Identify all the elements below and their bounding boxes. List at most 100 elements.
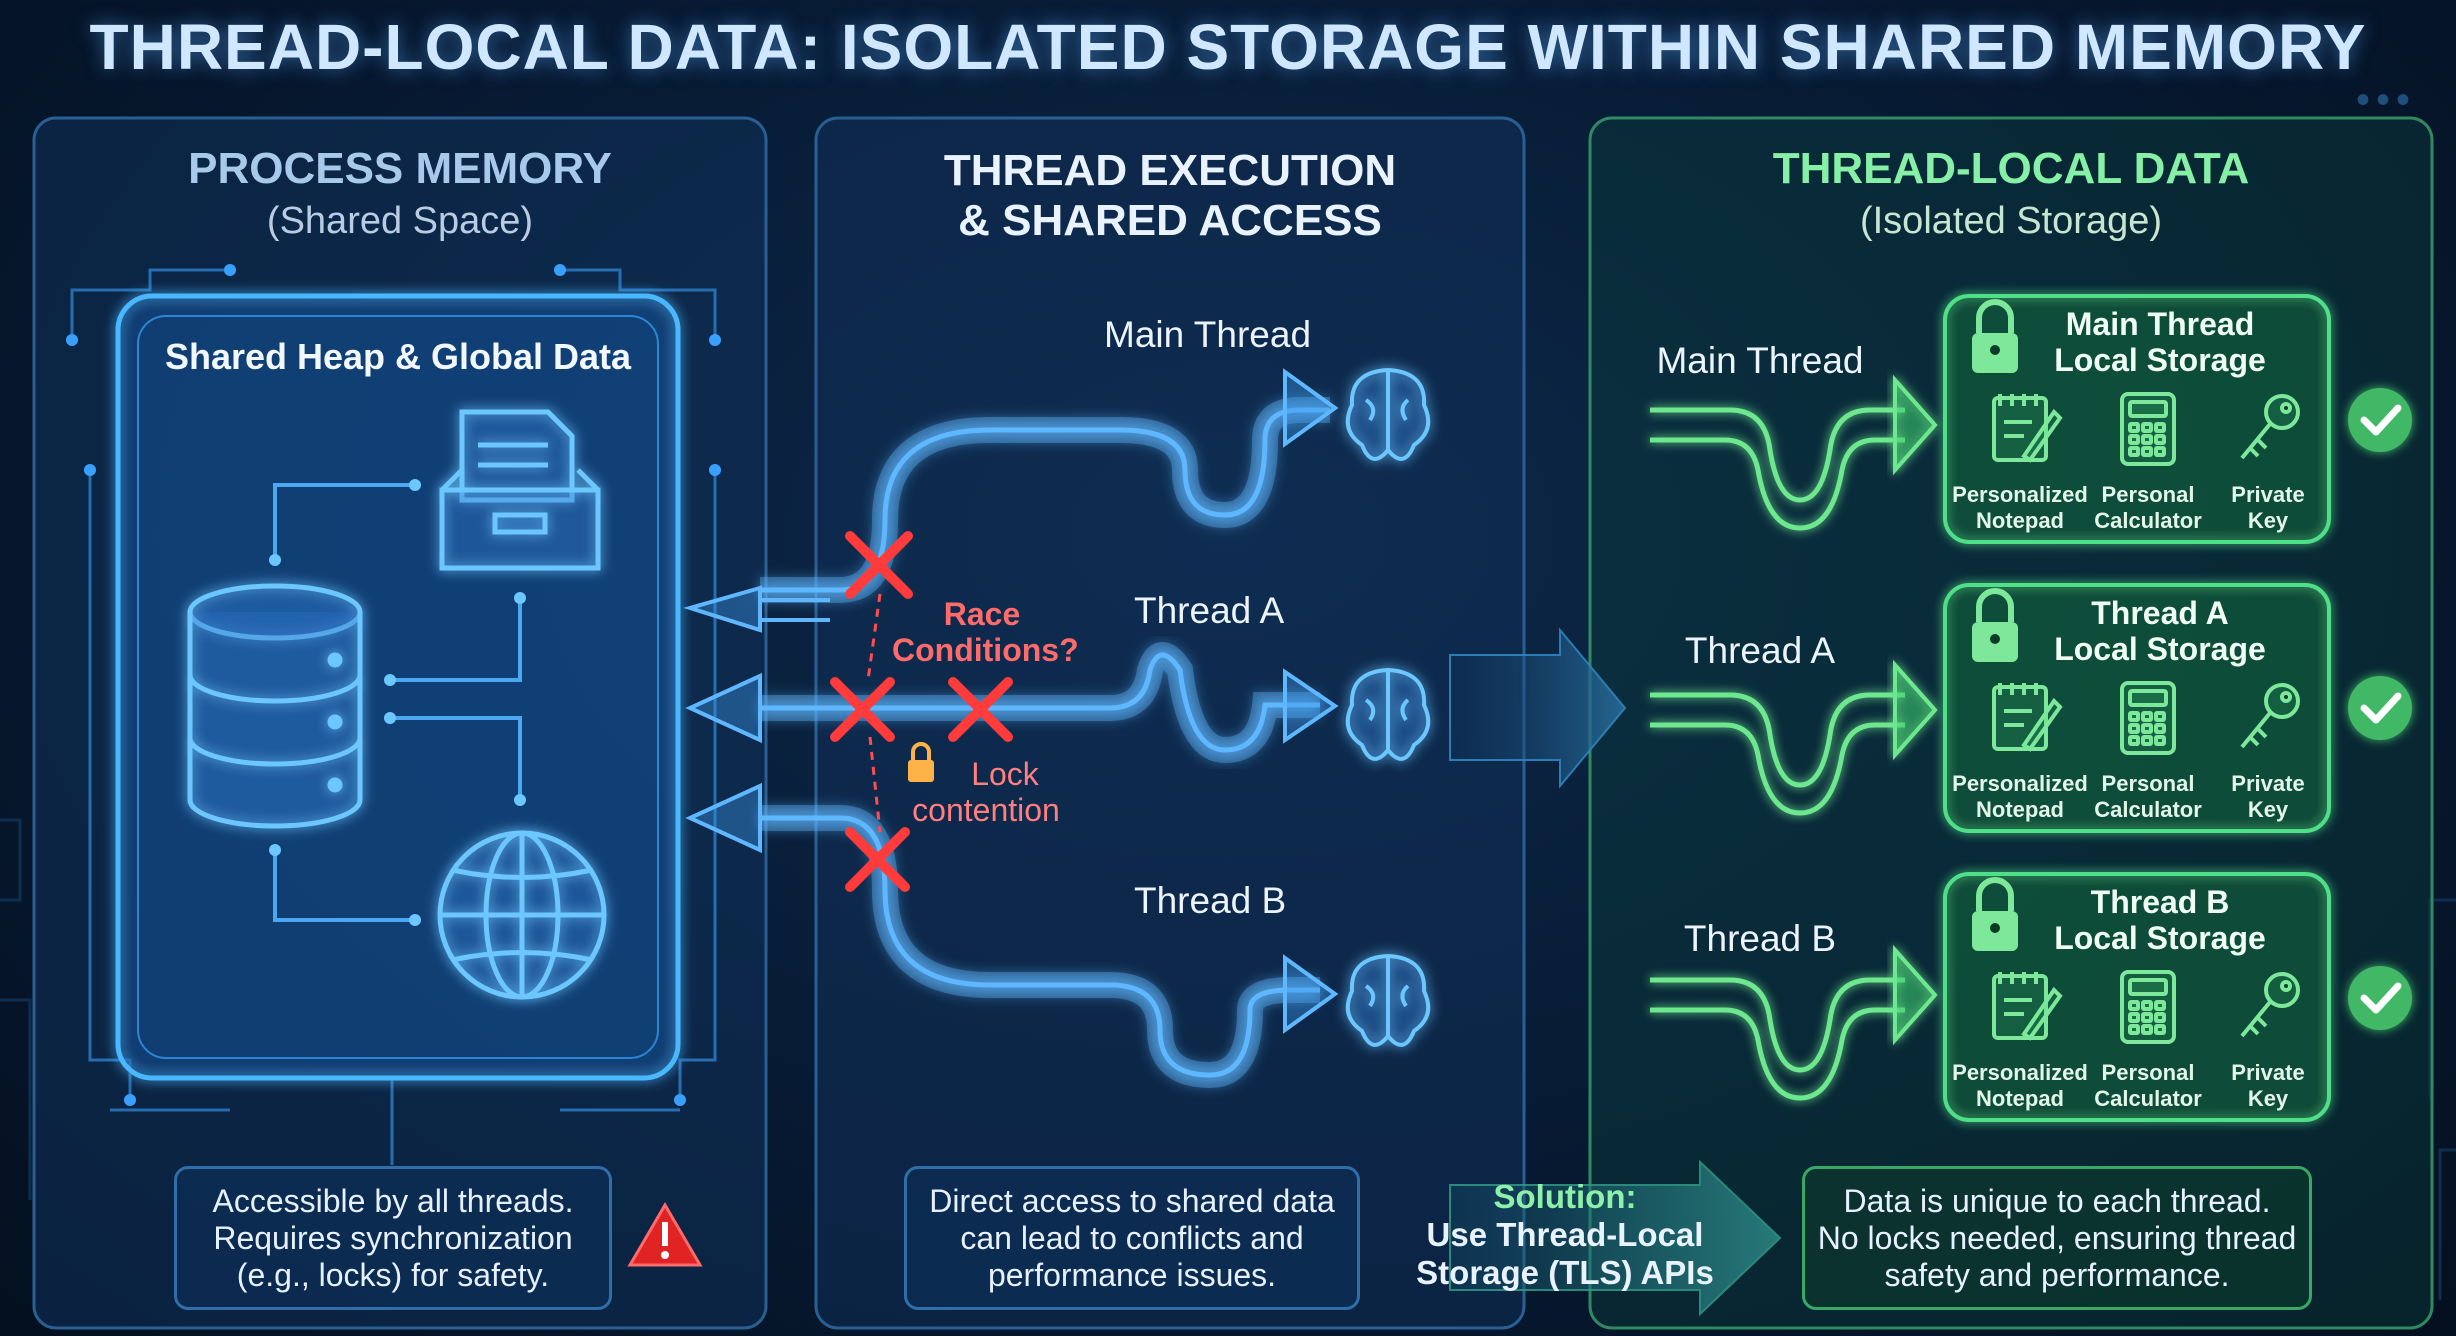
shared-heap-title: Shared Heap & Global Data	[164, 336, 632, 377]
item-label-line: Calculator	[2094, 797, 2202, 822]
item-label-line: Key	[2247, 1086, 2289, 1111]
caption-line: (e.g., locks) for safety.	[236, 1256, 550, 1293]
item-label-line: Personalized	[1952, 1060, 2088, 1085]
circuit-nodes	[66, 264, 721, 1106]
brain-icon-a	[1345, 667, 1431, 761]
thread-label-a: Thread A	[1134, 590, 1285, 631]
caption-line: Direct access to shared data	[929, 1182, 1335, 1219]
right-thread-arrows	[1650, 407, 1905, 1101]
isolated-storage-caption: Data is unique to each thread. No locks …	[1802, 1166, 2312, 1310]
item-label-line: Private	[2231, 1060, 2305, 1085]
caption-line: performance issues.	[987, 1256, 1277, 1293]
caption-line: No locks needed, ensuring thread	[1817, 1219, 2297, 1256]
solution-callout: Solution: Use Thread-Local Storage (TLS)…	[1400, 1178, 1730, 1292]
solution-heading: Solution:	[1493, 1178, 1637, 1215]
conflict-markers	[830, 531, 1013, 892]
caption-line: Accessible by all threads.	[212, 1182, 574, 1219]
thread-b-return-arrow	[685, 782, 762, 854]
caption-line: Data is unique to each thread.	[1843, 1182, 2271, 1219]
item-label-line: Calculator	[2094, 508, 2202, 533]
local-thread-label-main: Main Thread	[1656, 340, 1864, 381]
item-label-line: Private	[2231, 771, 2305, 796]
key-icon	[2240, 683, 2300, 749]
brain-icon-main	[1345, 367, 1431, 461]
notepad-icon	[1992, 394, 2063, 463]
caption-line: Requires synchronization	[213, 1219, 573, 1256]
item-label-line: Notepad	[1976, 797, 2064, 822]
solution-line: Use Thread-Local	[1426, 1216, 1704, 1253]
right-arrowheads	[1893, 374, 1938, 1046]
local-thread-label-a: Thread A	[1684, 630, 1836, 671]
process-memory-heading: PROCESS MEMORY	[188, 144, 612, 193]
race-x-icon-2	[830, 677, 895, 742]
thread-local-subheading: (Isolated Storage)	[1859, 200, 2163, 242]
store-title-a: Thread A Local Storage	[2054, 595, 2266, 667]
storage-boxes	[1943, 294, 2331, 1122]
calculator-icon	[2120, 970, 2176, 1044]
padlock-icon-main	[1972, 299, 2018, 373]
race-x-icon-1	[845, 531, 913, 599]
item-label-line: Calculator	[2094, 1086, 2202, 1111]
caption-line: can lead to conflicts and	[960, 1219, 1304, 1256]
solution-line: Storage (TLS) APIs	[1416, 1254, 1714, 1291]
heap-connectors	[273, 483, 522, 922]
item-label-line: Personal	[2101, 1060, 2195, 1085]
race-x-icon-4	[845, 827, 910, 892]
heading-line: THREAD EXECUTION	[943, 146, 1397, 195]
item-label-line: Private	[2231, 482, 2305, 507]
thread-a-arrowhead	[1283, 668, 1339, 744]
heading-line: & SHARED ACCESS	[958, 196, 1382, 245]
memory-circuit-traces	[70, 268, 717, 1165]
shared-access-caption: Direct access to shared data can lead to…	[904, 1166, 1360, 1310]
item-label-line: Personalized	[1952, 771, 2088, 796]
thread-b-arrowhead	[1283, 954, 1339, 1034]
transfer-arrow	[1449, 627, 1627, 789]
shared-memory-caption: Accessible by all threads. Requires sync…	[174, 1166, 612, 1310]
checkmark-icon-main	[2348, 388, 2412, 452]
thread-local-heading: THREAD-LOCAL DATA	[1772, 144, 2250, 193]
notepad-icon	[1992, 683, 2063, 752]
item-label-line: Personal	[2101, 771, 2195, 796]
padlock-icon-b	[1972, 877, 2018, 951]
thread-label-main: Main Thread	[1104, 314, 1312, 355]
store-title-main: Main Thread Local Storage	[2054, 306, 2266, 378]
storage-item-icons	[1992, 392, 2300, 1044]
page-title: THREAD-LOCAL DATA: ISOLATED STORAGE WITH…	[89, 11, 2367, 83]
calculator-icon	[2120, 681, 2176, 755]
key-icon	[2240, 972, 2300, 1038]
item-label-line: Key	[2247, 508, 2289, 533]
race-conditions-note: Race Conditions?	[892, 596, 1079, 668]
lock-contention-note: Lock contention	[912, 756, 1060, 828]
notepad-icon	[1992, 972, 2063, 1041]
checkmark-icon-a	[2348, 676, 2412, 740]
connector-nodes	[269, 479, 526, 926]
thread-a-return-arrow	[685, 672, 762, 744]
brain-icon-b	[1345, 953, 1431, 1047]
main-thread-return-arrow	[683, 585, 830, 633]
padlock-icon-a	[1972, 588, 2018, 662]
lock-icon-small	[908, 742, 934, 782]
caption-line: safety and performance.	[1884, 1256, 2230, 1293]
thread-a-path	[760, 642, 1320, 764]
item-label-line: Notepad	[1976, 508, 2064, 533]
item-label-line: Notepad	[1976, 1086, 2064, 1111]
item-label-line: Personalized	[1952, 482, 2088, 507]
padlock-icons	[1972, 299, 2018, 951]
store-title-b: Thread B Local Storage	[2054, 884, 2266, 956]
calculator-icon	[2120, 392, 2176, 466]
item-label-line: Key	[2247, 797, 2289, 822]
file-tray-icon	[439, 409, 601, 571]
thread-b-path	[760, 805, 1320, 1089]
main-thread-arrowhead	[1283, 368, 1339, 448]
process-memory-subheading: (Shared Space)	[266, 200, 534, 242]
warning-icon	[627, 1202, 703, 1267]
item-label-line: Personal	[2101, 482, 2195, 507]
